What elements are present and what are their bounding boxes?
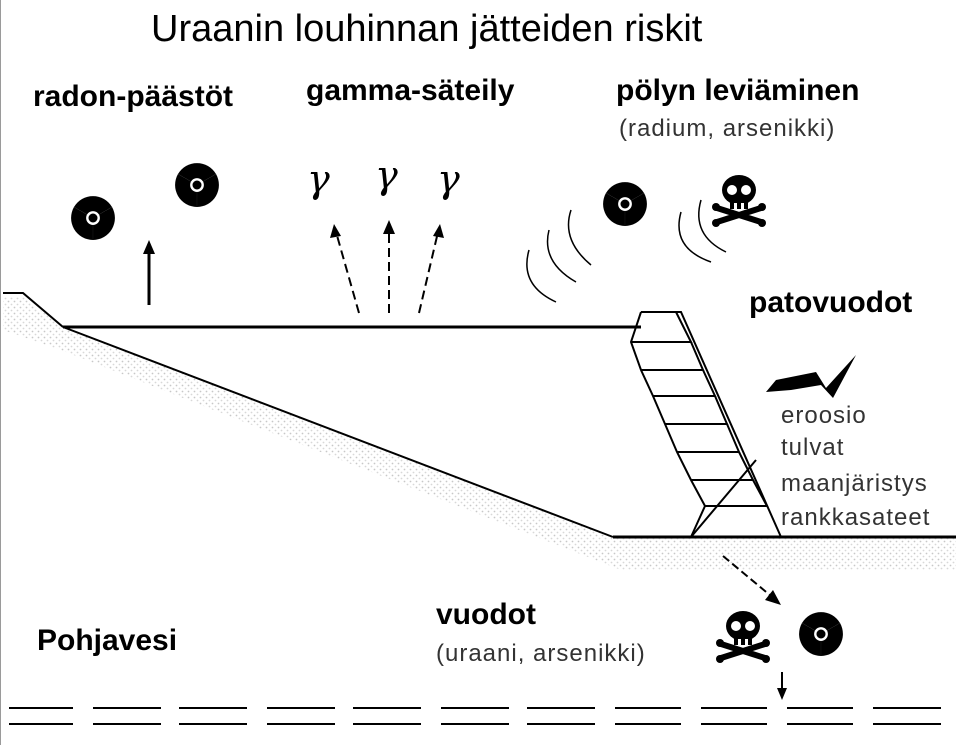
label-dam: patovuodot [749, 286, 913, 319]
radiation-icon [792, 612, 850, 662]
label-groundwater: Pohjavesi [37, 624, 178, 657]
dam-cause: maanjäristys [781, 470, 928, 497]
dust-waves [526, 199, 727, 303]
ground-texture [3, 297, 956, 570]
gamma-icon: γ [307, 157, 330, 201]
leak-arrow [722, 555, 772, 597]
label-leaks-sub: (uraani, arsenikki) [436, 640, 646, 667]
gamma-arrows [335, 228, 439, 314]
label-dust: pölyn leviäminen [616, 74, 860, 107]
tailings-pond [3, 292, 956, 539]
label-dust-sub: (radium, arsenikki) [619, 115, 836, 142]
gamma-icon: γ [437, 157, 460, 201]
dam-cause: eroosio [781, 402, 867, 429]
skull-crossbones-icon [712, 175, 766, 227]
diagram-title: Uraanin louhinnan jätteiden riskit [151, 8, 703, 50]
gamma-icon: γ [375, 153, 398, 197]
radiation-icon [168, 163, 226, 213]
skull-crossbones-icon [716, 611, 770, 663]
dam-cause: rankkasateet [781, 504, 931, 531]
label-leaks: vuodot [436, 598, 536, 631]
label-gamma: gamma-säteily [306, 74, 515, 107]
radiation-icon [64, 196, 122, 246]
dam-cause: tulvat [781, 434, 845, 461]
lightning-arrow-icon [766, 355, 856, 398]
dam-structure [629, 311, 782, 538]
label-radon: radon-päästöt [33, 80, 234, 113]
radiation-icon [596, 182, 654, 232]
groundwater-lines [9, 707, 941, 725]
